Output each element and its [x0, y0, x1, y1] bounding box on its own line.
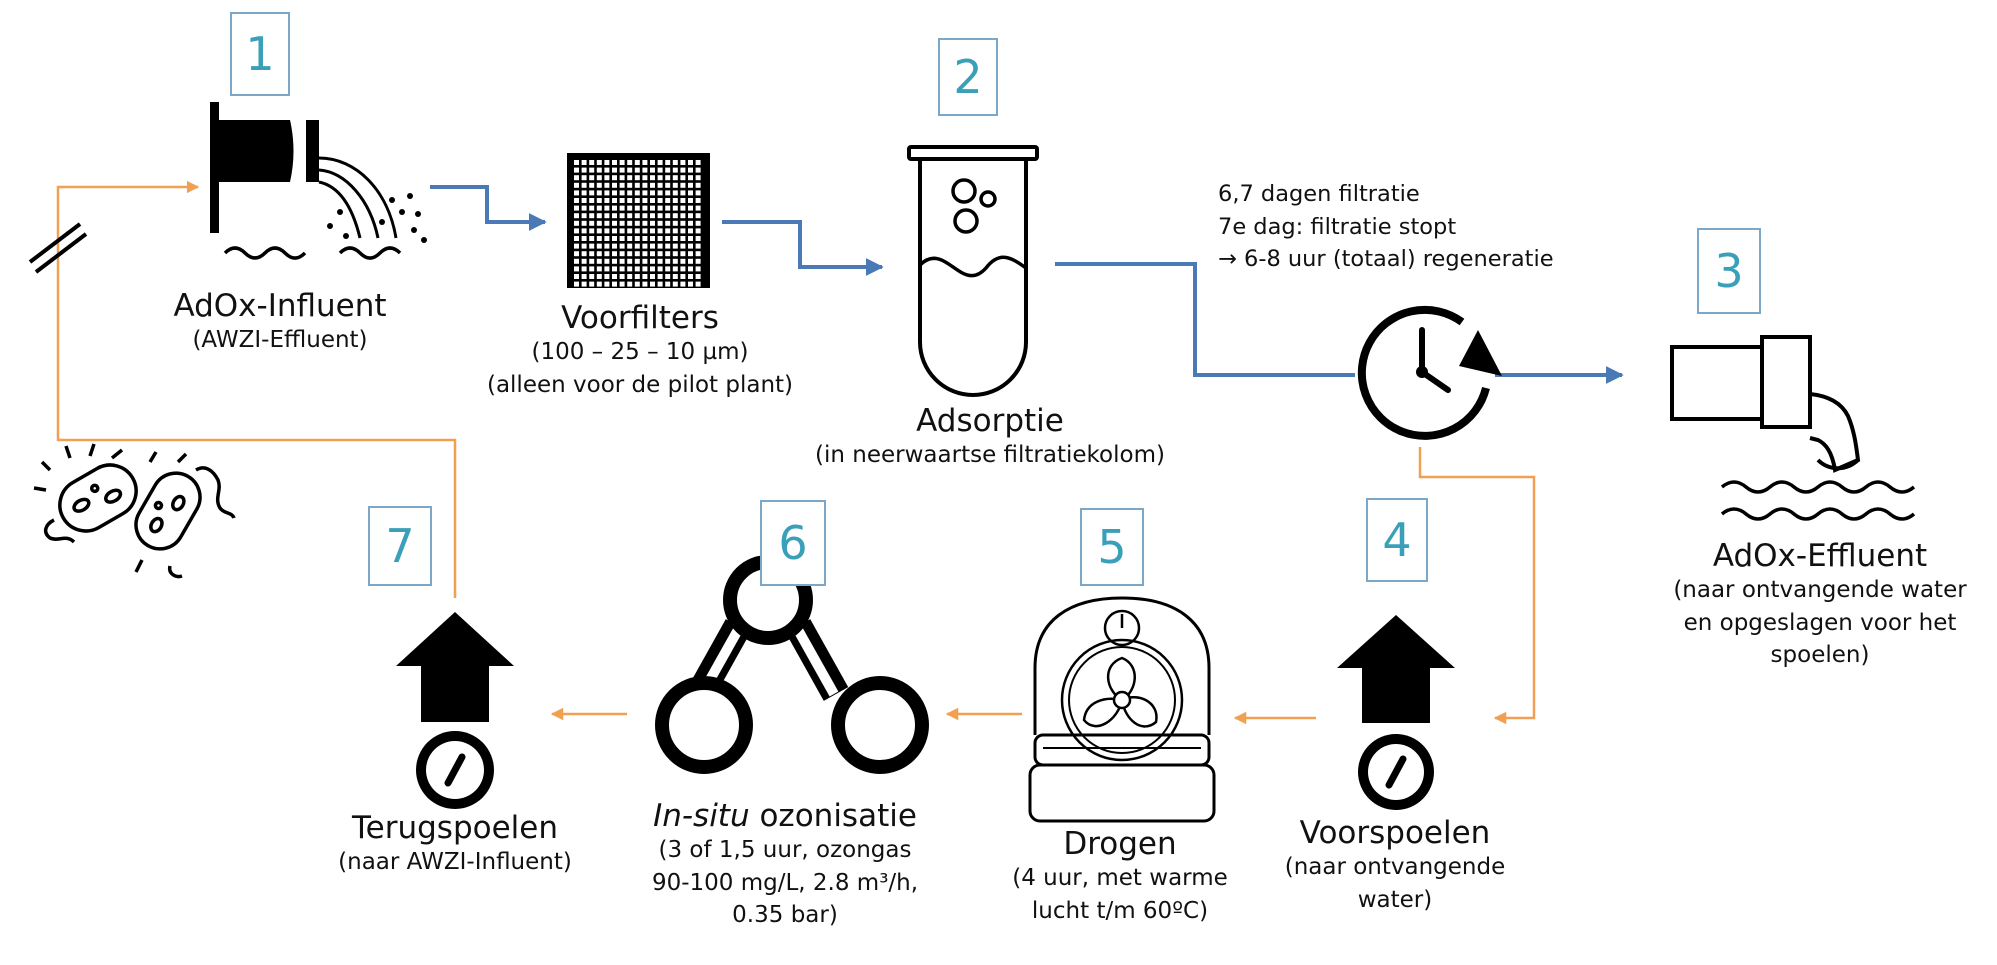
- timer-note-line2: 7e dag: filtratie stopt: [1218, 213, 1457, 240]
- prefilter-sub1: (100 – 25 – 10 µm): [531, 339, 749, 365]
- pump-arrow-icon: [396, 612, 514, 809]
- timer-note-line3: → 6-8 uur (totaal) regeneratie: [1218, 246, 1554, 273]
- step-number-1: 1: [230, 12, 290, 96]
- backwash-title: Terugspoelen: [351, 810, 558, 846]
- prerinse-sub1: (naar ontvangende: [1284, 854, 1506, 880]
- flow-arrow-influent-to-prefilter: [430, 185, 547, 231]
- ozonation-title-italic: In-situ: [653, 798, 750, 834]
- pump-arrow-icon: [1337, 615, 1455, 810]
- drying-sub1: (4 uur, met warme: [1012, 865, 1228, 891]
- step-number-6: 6: [760, 500, 826, 586]
- timer-clock-icon: [1357, 305, 1502, 440]
- ozonation-sub2: 90-100 mg/L, 2.8 m³/h,: [651, 869, 919, 896]
- flow-arrow-prefilter-to-adsorption: [722, 220, 884, 276]
- timer-note: 6,7 dagen filtratie 7e dag: filtratie st…: [1218, 178, 1638, 276]
- prefilter-grid-icon: [567, 153, 710, 288]
- effluent-label: AdOx-Effluent (naar ontvangende water en…: [1660, 538, 1980, 672]
- adsorption-title: Adsorptie: [916, 403, 1064, 439]
- step-number-4: 4: [1366, 498, 1428, 582]
- step-number-2: 2: [938, 38, 998, 116]
- ozonation-sub3: 0.35 bar): [732, 902, 838, 929]
- effluent-pipe-icon: [1670, 335, 1916, 521]
- break-mark-icon: [28, 222, 88, 274]
- backwash-sub: (naar AWZI-Influent): [338, 849, 572, 875]
- prefilter-label: Voorfilters (100 – 25 – 10 µm) (alleen v…: [465, 300, 815, 401]
- ozonation-sub1: (3 of 1,5 uur, ozongas: [658, 837, 912, 863]
- prerinse-sub2: water): [1357, 886, 1433, 913]
- influent-label: AdOx-Influent (AWZI-Effluent): [150, 288, 410, 357]
- influent-title: AdOx-Influent: [173, 288, 387, 324]
- prerinse-label: Voorspoelen (naar ontvangende water): [1280, 815, 1510, 916]
- regen-arrow-backwash-to-influent: [56, 180, 457, 598]
- step-number-7: 7: [368, 506, 432, 586]
- adsorption-label: Adsorptie (in neerwaartse filtratiekolom…: [780, 403, 1200, 472]
- ozone-molecule-icon: [655, 555, 929, 774]
- effluent-title: AdOx-Effluent: [1712, 538, 1928, 574]
- drying-title: Drogen: [1063, 826, 1177, 862]
- influent-sub: (AWZI-Effluent): [192, 327, 368, 353]
- regen-arrow-timer-to-prerinse: [1418, 447, 1536, 725]
- ozonation-title-rest: ozonisatie: [749, 798, 917, 834]
- backwash-label: Terugspoelen (naar AWZI-Influent): [310, 810, 600, 879]
- pipe-outflow-icon: [210, 102, 427, 260]
- adsorption-sub: (in neerwaartse filtratiekolom): [815, 442, 1165, 468]
- bacteria-icon: [33, 443, 236, 579]
- effluent-sub2: en opgeslagen voor het: [1683, 609, 1957, 636]
- prerinse-title: Voorspoelen: [1299, 815, 1491, 851]
- fan-heater-icon: [1028, 596, 1216, 823]
- ozonation-label: In-situ ozonisatie (3 of 1,5 uur, ozonga…: [640, 798, 930, 932]
- effluent-sub3: spoelen): [1770, 642, 1870, 669]
- effluent-sub1: (naar ontvangende water: [1673, 577, 1967, 603]
- prefilter-title: Voorfilters: [561, 300, 719, 336]
- step-number-5: 5: [1080, 508, 1144, 586]
- drying-sub2: lucht t/m 60ºC): [1031, 897, 1209, 924]
- step-number-3: 3: [1697, 228, 1761, 314]
- timer-note-line1: 6,7 dagen filtratie: [1218, 181, 1420, 207]
- prefilter-sub2: (alleen voor de pilot plant): [486, 371, 794, 398]
- drying-label: Drogen (4 uur, met warme lucht t/m 60ºC): [990, 826, 1250, 927]
- test-tube-icon: [907, 145, 1039, 397]
- ozonation-title: In-situ ozonisatie: [640, 798, 930, 834]
- flow-arrow-adsorption-to-timer: [1055, 262, 1355, 377]
